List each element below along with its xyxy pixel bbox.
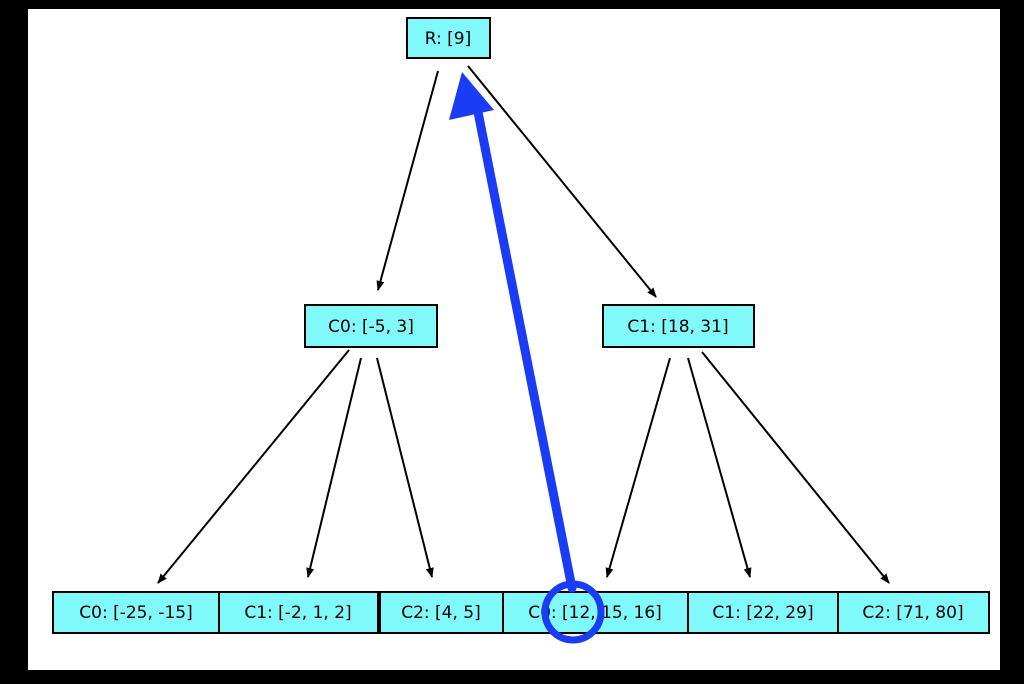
edges <box>157 65 890 584</box>
edge-c1-to-leaf-4 <box>605 357 671 578</box>
leaf-node-3: C2: [4, 5] <box>379 591 504 634</box>
edge-c0-to-leaf-2 <box>306 357 362 578</box>
highlight-annotation <box>449 72 605 644</box>
edge-c1-to-leaf-6 <box>701 351 890 584</box>
diagram-panel <box>28 9 1000 670</box>
node-label: C2: [71, 80] <box>862 603 963 623</box>
node-label: C2: [4, 5] <box>401 603 481 623</box>
node-label: C0: [12, 15, 16] <box>528 603 662 623</box>
node-label: C1: [18, 31] <box>627 317 728 337</box>
node-box <box>218 591 379 634</box>
node-label: R: [9] <box>425 29 472 49</box>
edge-c1-to-leaf-5 <box>687 357 752 578</box>
node-box <box>602 304 755 348</box>
leaf-node-2: C1: [-2, 1, 2] <box>218 591 379 634</box>
node-box <box>837 591 990 634</box>
node-box <box>304 304 438 348</box>
node-box <box>687 591 839 634</box>
leaf-node-6: C2: [71, 80] <box>837 591 990 634</box>
leaf-node-1: C0: [-25, -15] <box>52 591 220 634</box>
node-box <box>379 591 504 634</box>
node-label: C1: [-2, 1, 2] <box>244 603 351 623</box>
leaf-node-5: C1: [22, 29] <box>687 591 839 634</box>
edge-c0-to-leaf-1 <box>157 349 350 584</box>
node-c1-level1: C1: [18, 31] <box>602 304 755 348</box>
node-box <box>406 17 491 59</box>
highlight-arrowhead <box>449 72 494 120</box>
edge-root-to-c1 <box>467 65 657 298</box>
highlight-circle <box>541 580 605 644</box>
node-label: C0: [-25, -15] <box>79 603 192 623</box>
edge-root-to-c0 <box>376 70 439 291</box>
highlight-arrow-shaft <box>473 107 577 593</box>
edge-c0-to-leaf-3 <box>376 357 434 578</box>
node-root: R: [9] <box>406 17 491 59</box>
node-label: C0: [-5, 3] <box>328 317 414 337</box>
node-label: C1: [22, 29] <box>712 603 813 623</box>
node-c0-level1: C0: [-5, 3] <box>304 304 438 348</box>
